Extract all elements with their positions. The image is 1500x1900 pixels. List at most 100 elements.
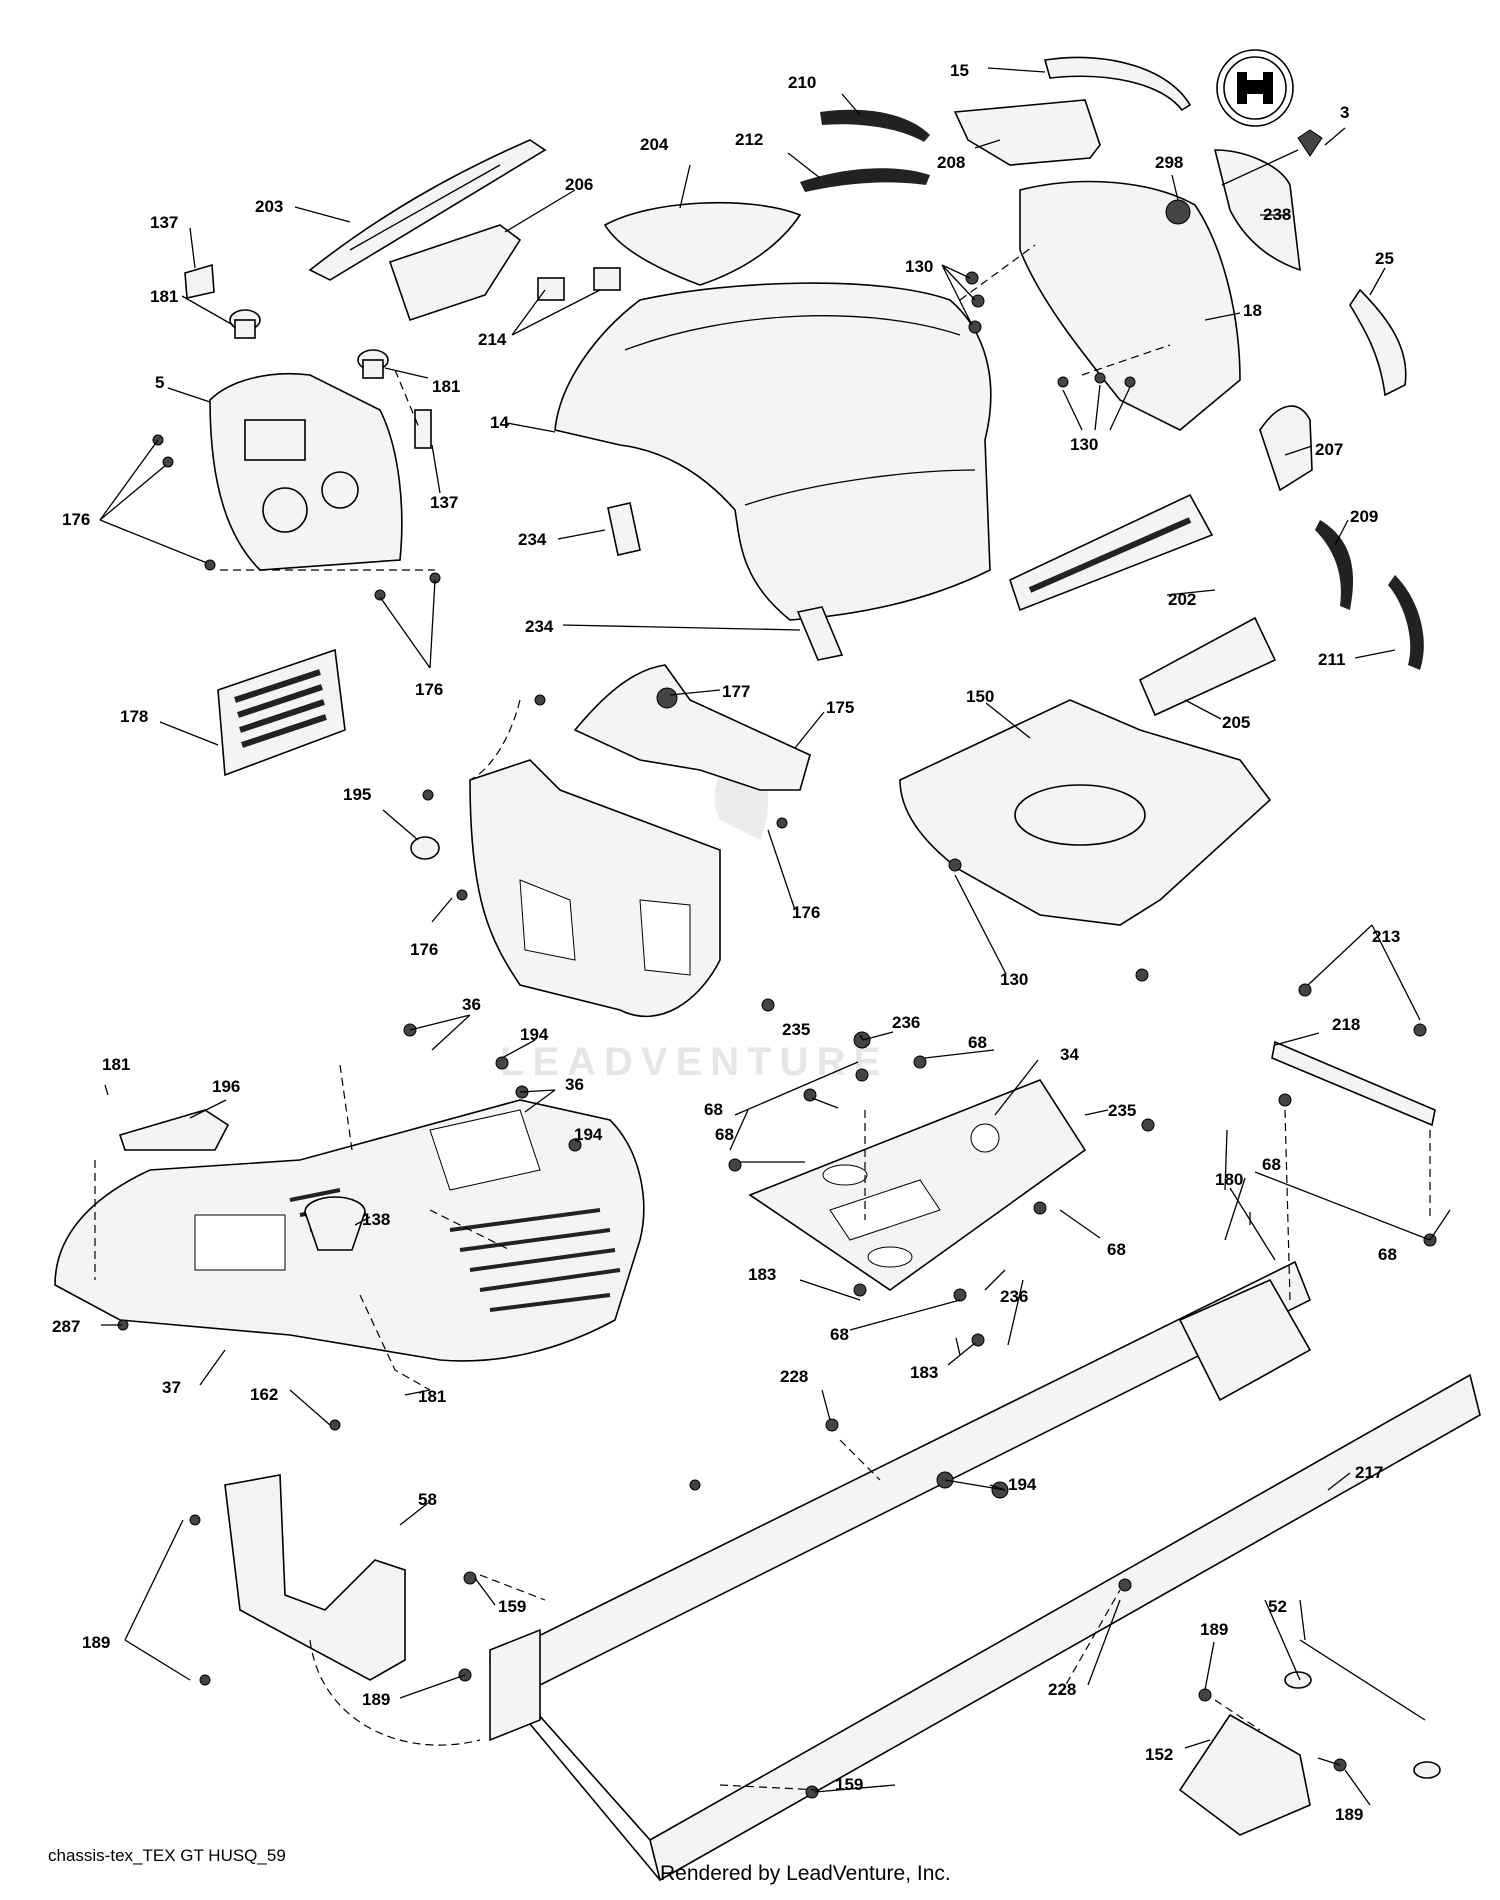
part-25-bumper[interactable] (1349, 288, 1407, 397)
part-217-rod[interactable] (1299, 1639, 1426, 1721)
callout-68-left: 68 (704, 1100, 723, 1119)
part-5-dash[interactable] (209, 372, 403, 571)
callout-194-bottom: 194 (1008, 1475, 1037, 1494)
callout-130-mid: 130 (1070, 435, 1098, 454)
callout-212: 212 (735, 130, 763, 149)
callout-36-mid: 36 (565, 1075, 584, 1094)
callout-68-bottom: 68 (830, 1325, 849, 1344)
part-209-grille[interactable] (1315, 520, 1354, 610)
part-218-strap[interactable] (1271, 1040, 1436, 1127)
callout-159-top: 159 (498, 1597, 526, 1616)
part-298-star-nut[interactable] (1165, 199, 1191, 225)
part-137-hinge[interactable] (414, 409, 432, 449)
callout-137-mid: 137 (430, 493, 458, 512)
callout-236-top: 236 (892, 1013, 920, 1032)
part-238-side-cover[interactable] (1213, 149, 1301, 272)
callout-217: 217 (1355, 1463, 1383, 1482)
part-208-bracket[interactable] (953, 99, 1101, 166)
part-206-cover[interactable] (388, 224, 522, 322)
part-181-grommet-a[interactable] (229, 309, 261, 339)
part-3-logo-badge[interactable] (1216, 49, 1323, 157)
callout-176-bottom: 176 (410, 940, 438, 959)
part-182-dash-housing[interactable] (469, 759, 721, 1018)
part-175-bracket[interactable] (573, 664, 811, 791)
callout-178: 178 (120, 707, 148, 726)
callout-68-plate: 68 (1107, 1240, 1126, 1259)
part-18-front-hood[interactable] (1019, 180, 1241, 431)
callout-196: 196 (212, 1077, 240, 1096)
callout-218: 218 (1332, 1015, 1360, 1034)
callout-14: 14 (490, 413, 509, 432)
part-212-grille[interactable] (800, 168, 930, 192)
part-58-bracket[interactable] (224, 1474, 406, 1681)
part-52-bushing-b[interactable] (1413, 1761, 1441, 1779)
callout-52: 52 (1268, 1597, 1287, 1616)
callout-194-mid: 194 (574, 1125, 603, 1144)
callout-36-top: 36 (462, 995, 481, 1014)
part-137-hinge-top[interactable] (184, 263, 215, 299)
callout-175: 175 (826, 698, 854, 717)
part-234-decal-a[interactable] (607, 502, 641, 556)
part-177-nut[interactable] (656, 687, 678, 709)
part-152-guard[interactable] (1178, 1713, 1311, 1836)
part-150-pan[interactable] (899, 699, 1272, 926)
fasteners (117, 271, 1437, 1799)
part-181-grommet-b[interactable] (357, 349, 389, 379)
part-138-boot[interactable] (304, 1196, 366, 1251)
callout-5: 5 (155, 373, 164, 392)
callout-189-right: 189 (1335, 1805, 1363, 1824)
part-178-vent-plate[interactable] (217, 648, 346, 777)
part-234-decal-b[interactable] (796, 606, 844, 661)
callout-238: 238 (1263, 205, 1291, 224)
callout-labels: 15 210 3 204 212 208 298 238 203 206 137… (52, 61, 1400, 1824)
callout-203: 203 (255, 197, 283, 216)
callout-208: 208 (937, 153, 965, 172)
callout-150: 150 (966, 687, 994, 706)
part-207-corner[interactable] (1259, 405, 1313, 492)
callout-204: 204 (640, 135, 669, 154)
callout-180: 180 (1215, 1170, 1243, 1189)
callout-194-top: 194 (520, 1025, 549, 1044)
part-203-dash-grille[interactable] (308, 139, 547, 281)
part-211-grille[interactable] (1388, 575, 1424, 670)
part-205-panel[interactable] (1138, 616, 1277, 717)
part-196-pedal[interactable] (118, 1109, 230, 1151)
callout-205: 205 (1222, 713, 1250, 732)
callout-234-bottom: 234 (525, 617, 554, 636)
callout-181-left: 181 (150, 287, 178, 306)
part-180-frame[interactable] (488, 1260, 1481, 1882)
callout-228-bottom: 228 (1048, 1680, 1076, 1699)
watermark-text: LEADVENTURE (500, 1040, 888, 1084)
part-15-trim[interactable] (1043, 56, 1192, 112)
callout-189-left: 189 (82, 1633, 110, 1652)
part-195-plug[interactable] (410, 836, 440, 860)
callout-214: 214 (478, 330, 507, 349)
callout-211: 211 (1318, 650, 1345, 669)
part-210-grille[interactable] (820, 109, 930, 142)
callout-176-left: 176 (62, 510, 90, 529)
callout-235-top: 235 (782, 1020, 810, 1039)
callout-181-right: 181 (432, 377, 460, 396)
callout-235-mid: 235 (1108, 1101, 1136, 1120)
leadventure-watermark: LEADVENTURE (500, 720, 888, 1084)
callout-137-top: 137 (150, 213, 178, 232)
callout-138: 138 (362, 1210, 390, 1229)
callout-176-right: 176 (792, 903, 820, 922)
callout-3: 3 (1340, 103, 1349, 122)
callout-183-bottom: 183 (910, 1363, 938, 1382)
callout-210: 210 (788, 73, 816, 92)
callout-68-far: 68 (1378, 1245, 1397, 1264)
callout-236-bottom: 236 (1000, 1287, 1028, 1306)
part-14-hood[interactable] (554, 282, 992, 621)
callout-37: 37 (162, 1378, 181, 1397)
callout-207: 207 (1315, 440, 1343, 459)
part-52-bushing-a[interactable] (1284, 1671, 1312, 1689)
callout-152: 152 (1145, 1745, 1173, 1764)
part-214-clips[interactable] (537, 267, 621, 301)
part-34-seat-plate[interactable] (748, 1079, 1087, 1291)
callout-189-mid: 189 (362, 1690, 390, 1709)
callout-68-right: 68 (1262, 1155, 1281, 1174)
callout-130-bottom: 130 (1000, 970, 1028, 989)
callout-209: 209 (1350, 507, 1378, 526)
part-204-panel[interactable] (603, 201, 802, 286)
